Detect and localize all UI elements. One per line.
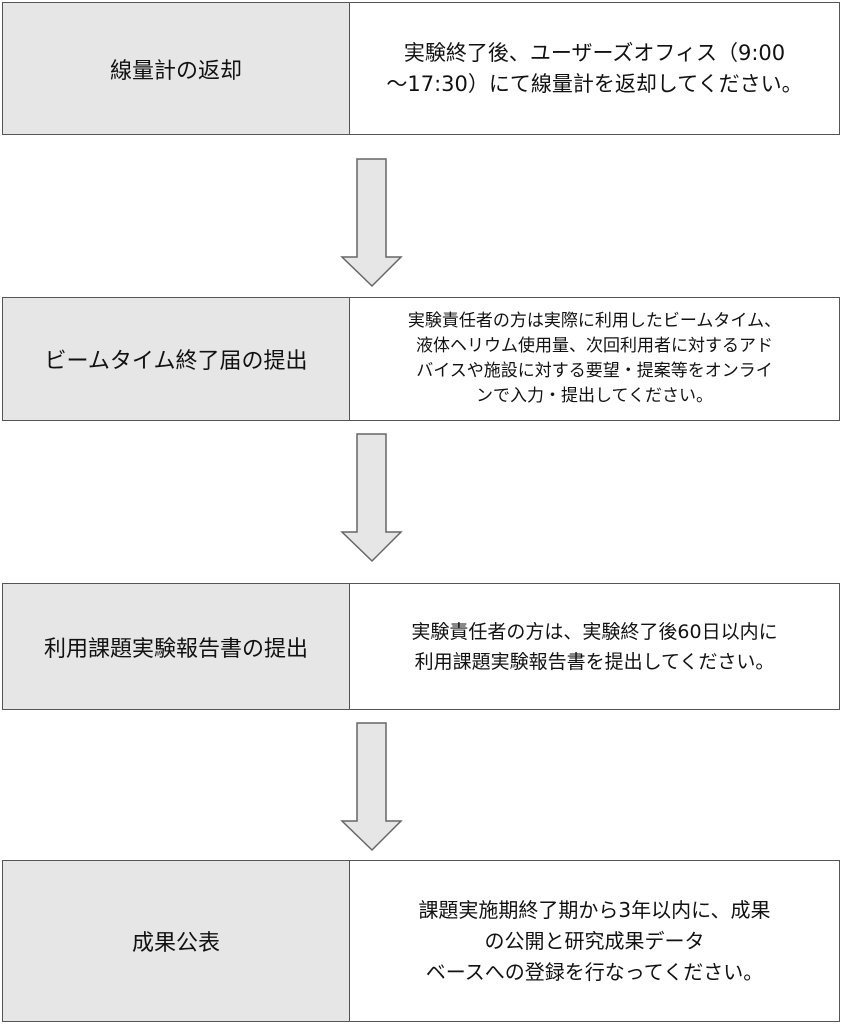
step-label: 利用課題実験報告書の提出 (3, 584, 350, 709)
desc-line: 実験責任者の方は、実験終了後60日以内に (411, 620, 778, 643)
step-description: 実験責任者の方は実際に利用したビームタイム、 液体ヘリウム使用量、次回利用者に対… (350, 298, 839, 420)
step-beamtime-report: ビームタイム終了届の提出 実験責任者の方は実際に利用したビームタイム、 液体ヘリ… (2, 297, 840, 421)
desc-line: の公開と研究成果データ (484, 928, 705, 953)
step-return-dosimeter: 線量計の返却 実験終了後、ユーザーズオフィス（9:00 〜17:30）にて線量計… (2, 2, 840, 135)
desc-line: ベースへの登録を行なってください。 (425, 959, 764, 984)
desc-line: バイスや施設に対する要望・提案等をオンライ (416, 361, 773, 381)
step-label: ビームタイム終了届の提出 (3, 298, 350, 420)
step-description: 課題実施期終了期から3年以内に、成果 の公開と研究成果データ ベースへの登録を行… (350, 861, 839, 1021)
desc-line: 実験終了後、ユーザーズオフィス（9:00 (403, 40, 786, 65)
down-arrow-icon (340, 158, 403, 288)
desc-line: 利用課題実験報告書を提出してください。 (414, 650, 775, 673)
desc-line: 液体ヘリウム使用量、次回利用者に対するアド (416, 336, 773, 356)
down-arrow-icon (340, 722, 403, 852)
step-publish-results: 成果公表 課題実施期終了期から3年以内に、成果 の公開と研究成果データ ベースへ… (2, 860, 840, 1022)
down-arrow-icon (340, 433, 403, 563)
step-experiment-report: 利用課題実験報告書の提出 実験責任者の方は、実験終了後60日以内に 利用課題実験… (2, 583, 840, 710)
step-label: 線量計の返却 (3, 3, 350, 134)
desc-line: 〜17:30）にて線量計を返却してください。 (386, 71, 803, 96)
step-description: 実験終了後、ユーザーズオフィス（9:00 〜17:30）にて線量計を返却してくだ… (350, 3, 839, 134)
desc-line: 実験責任者の方は実際に利用したビームタイム、 (407, 311, 782, 331)
desc-line: ンで入力・提出してください。 (476, 386, 713, 406)
desc-line: 課題実施期終了期から3年以内に、成果 (418, 897, 771, 922)
step-description: 実験責任者の方は、実験終了後60日以内に 利用課題実験報告書を提出してください。 (350, 584, 839, 709)
step-label: 成果公表 (3, 861, 350, 1021)
